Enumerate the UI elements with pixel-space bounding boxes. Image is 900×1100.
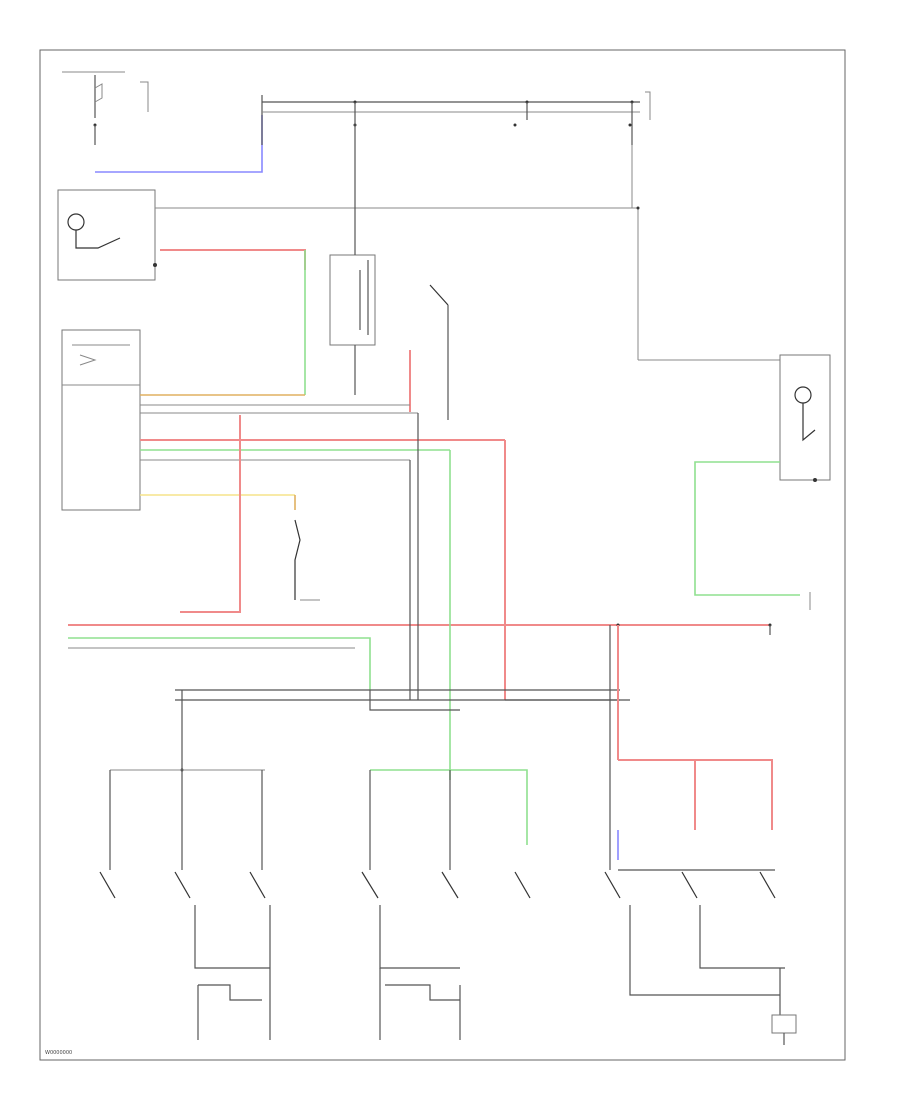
diagram-frame — [39, 49, 846, 1061]
fuse-block — [62, 71, 651, 173]
distribution-bus — [68, 413, 772, 870]
door-switches-right — [604, 759, 797, 1045]
door-switches-middle — [361, 769, 531, 1040]
rear-dome-light — [694, 354, 831, 610]
door-switch-center — [329, 145, 780, 420]
control-unit — [61, 329, 505, 511]
diagram-code: W0000000 — [45, 1050, 72, 1056]
door-switches-left — [99, 690, 271, 1040]
front-dome-light — [57, 145, 640, 395]
